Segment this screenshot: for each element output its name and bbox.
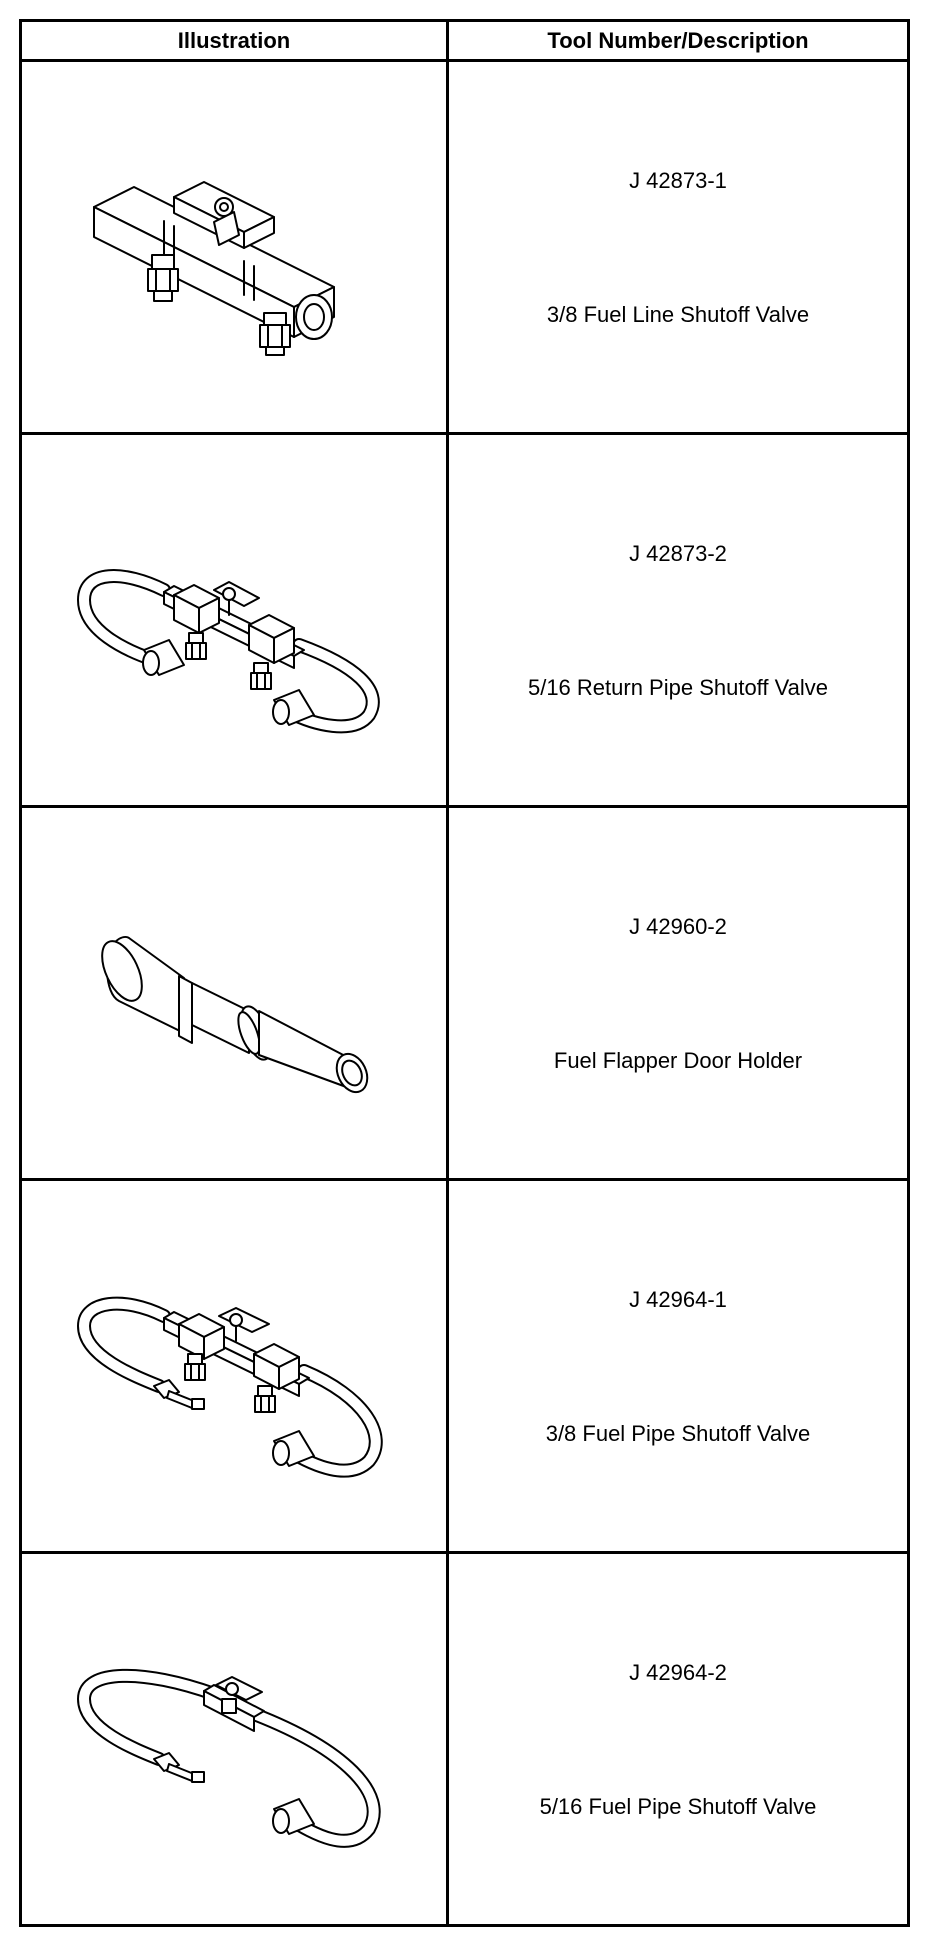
fuel-pipe-shutoff-valve-illustration xyxy=(77,1296,383,1478)
description-cell: J 42960-2 Fuel Flapper Door Holder xyxy=(446,805,910,1181)
tool-description: 3/8 Fuel Pipe Shutoff Valve xyxy=(545,1421,811,1446)
table-row: J 42960-2 Fuel Flapper Door Holder xyxy=(19,805,910,1181)
illustration-header: Illustration xyxy=(19,19,449,62)
flapper-door-holder-illustration xyxy=(101,935,369,1094)
illustration-cell xyxy=(19,1178,449,1554)
illustration-cell xyxy=(19,805,449,1181)
tool-header: Tool Number/Description xyxy=(446,19,910,62)
description-cell: J 42964-2 5/16 Fuel Pipe Shutoff Valve xyxy=(446,1551,910,1927)
tool-number: J 42964-1 xyxy=(629,1287,727,1312)
fuel-pipe-shutoff-valve-small-illustration xyxy=(77,1668,381,1848)
tool-description: 3/8 Fuel Line Shutoff Valve xyxy=(546,302,810,327)
table-row: J 42873-2 5/16 Return Pipe Shutoff Valve xyxy=(19,432,910,808)
tool-number: J 42960-2 xyxy=(629,914,727,939)
tool-description: Fuel Flapper Door Holder xyxy=(553,1048,803,1073)
description-cell: J 42964-1 3/8 Fuel Pipe Shutoff Valve xyxy=(446,1178,910,1554)
tool-number: J 42873-1 xyxy=(629,168,727,193)
illustration-cell xyxy=(19,59,449,435)
tool-number: J 42873-2 xyxy=(629,541,727,566)
table-row: J 42964-1 3/8 Fuel Pipe Shutoff Valve xyxy=(19,1178,910,1554)
shutoff-valve-illustration xyxy=(93,181,335,356)
tool-description: 5/16 Return Pipe Shutoff Valve xyxy=(527,675,829,700)
return-pipe-shutoff-valve-illustration xyxy=(77,569,380,734)
illustration-cell xyxy=(19,432,449,808)
tool-description: 5/16 Fuel Pipe Shutoff Valve xyxy=(539,1794,817,1819)
tools-table: Illustration Tool Number/Description xyxy=(19,19,910,1927)
table-row: J 42873-1 3/8 Fuel Line Shutoff Valve xyxy=(19,59,910,435)
table-row: J 42964-2 5/16 Fuel Pipe Shutoff Valve xyxy=(19,1551,910,1927)
header-row: Illustration Tool Number/Description xyxy=(19,19,910,62)
illustration-cell xyxy=(19,1551,449,1927)
description-cell: J 42873-1 3/8 Fuel Line Shutoff Valve xyxy=(446,59,910,435)
tool-number: J 42964-2 xyxy=(629,1660,727,1685)
description-cell: J 42873-2 5/16 Return Pipe Shutoff Valve xyxy=(446,432,910,808)
